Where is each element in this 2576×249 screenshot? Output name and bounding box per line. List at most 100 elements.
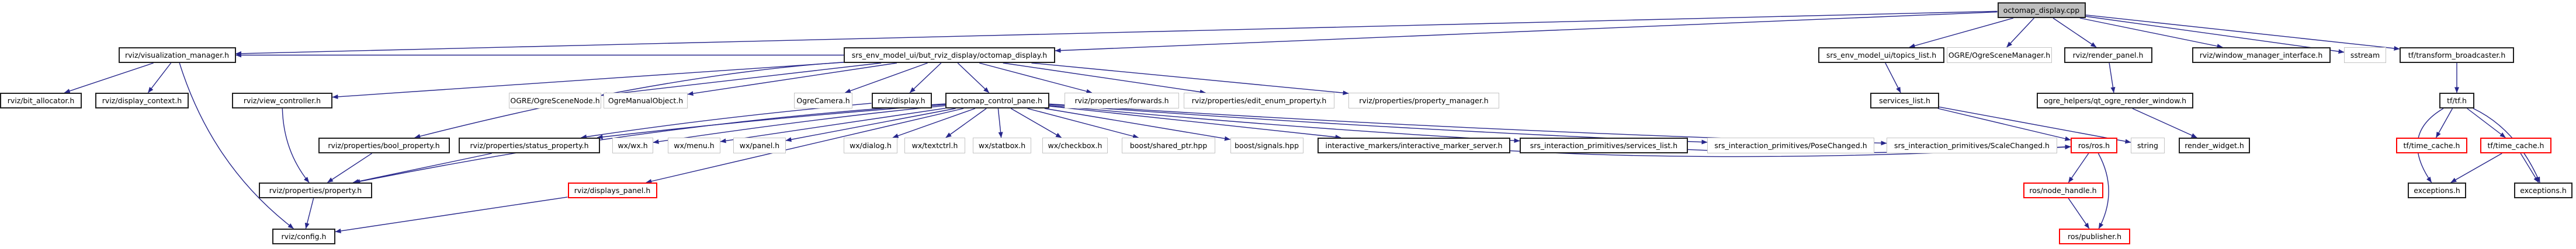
include-edge [2467, 108, 2506, 138]
include-edge [327, 153, 372, 183]
include-edge [1937, 108, 2071, 141]
include-edge [720, 108, 946, 143]
include-edge [2053, 17, 2097, 48]
include-edge [687, 62, 897, 96]
include-edge [64, 62, 154, 93]
include-edge [1939, 106, 2131, 144]
graph-node[interactable]: srs_interaction_primitives/services_list… [1520, 138, 1688, 153]
include-edge [2132, 108, 2197, 138]
graph-node[interactable]: OgreManualObject.h [604, 93, 688, 108]
graph-node[interactable]: octomap_control_pane.h [945, 93, 1049, 108]
graph-node[interactable]: exceptions.h [2408, 183, 2466, 198]
include-edge [2006, 17, 2034, 48]
include-edge [147, 62, 172, 93]
include-edge [352, 153, 492, 184]
include-edge [2085, 16, 2345, 54]
graph-node[interactable]: rviz/properties/bool_property.h [318, 138, 450, 153]
include-edge [892, 108, 976, 138]
graph-node[interactable]: wx/statbox.h [973, 138, 1031, 153]
include-edge [2435, 108, 2453, 138]
graph-node[interactable]: OGRE/OgreSceneNode.h [509, 93, 601, 108]
graph-node[interactable]: tf/time_cache.h [2480, 138, 2551, 153]
include-edge [2109, 62, 2116, 93]
include-edge [2068, 153, 2089, 183]
graph-root-node[interactable]: octomap_display.cpp [1997, 2, 2086, 18]
include-edge [601, 62, 882, 97]
include-edge [2068, 198, 2090, 229]
include-edge [1909, 17, 2014, 48]
graph-node[interactable]: rviz/displays_panel.h [567, 183, 657, 198]
graph-node[interactable]: ros/node_handle.h [2023, 183, 2103, 198]
include-edge [646, 108, 964, 184]
graph-node[interactable]: OGRE/OgreSceneManager.h [1947, 47, 2052, 63]
graph-node[interactable]: ogre_helpers/qt_ogre_render_window.h [2037, 93, 2193, 108]
include-edge [1044, 108, 1230, 141]
include-edge [335, 197, 568, 233]
graph-node[interactable]: rviz/display.h [871, 93, 932, 108]
graph-node[interactable]: rviz/properties/edit_enum_property.h [1184, 93, 1334, 108]
graph-node[interactable]: srs_env_model_ui/topics_list.h [1818, 47, 1944, 63]
include-edge [2520, 153, 2539, 183]
include-edge [979, 62, 1093, 94]
include-edge [597, 104, 946, 139]
graph-node[interactable]: tf/tf.h [2439, 93, 2474, 108]
include-edge [2079, 17, 2223, 49]
include-edge [653, 105, 946, 144]
graph-node[interactable]: wx/wx.h [612, 138, 653, 153]
include-edge [414, 62, 844, 139]
graph-node[interactable]: tf/time_cache.h [2396, 138, 2467, 153]
graph-node[interactable]: rviz/properties/property.h [259, 183, 372, 198]
include-edge [179, 62, 294, 229]
graph-node[interactable]: rviz/properties/property_manager.h [1348, 93, 1499, 108]
include-edge [2085, 15, 2400, 51]
graph-node[interactable]: srs_interaction_primitives/PoseChanged.h [1707, 138, 1874, 153]
include-edge [1003, 62, 1206, 94]
include-edge [354, 103, 946, 184]
include-edge [235, 10, 1998, 56]
include-edge [2473, 108, 2540, 183]
include-edge [2450, 153, 2502, 183]
graph-node[interactable]: rviz/display_context.h [95, 93, 189, 108]
graph-node[interactable]: rviz/window_manager_interface.h [2192, 47, 2331, 63]
include-edge [1010, 108, 1062, 138]
graph-node[interactable]: ros/ros.h [2071, 138, 2117, 153]
graph-node[interactable]: wx/checkbox.h [1042, 138, 1108, 153]
graph-node[interactable]: rviz/visualization_manager.h [118, 47, 236, 63]
include-edge [1055, 11, 1998, 53]
include-edge [945, 108, 987, 138]
include-edge [332, 62, 844, 99]
graph-node[interactable]: boost/shared_ptr.hpp [1122, 138, 1215, 153]
graph-node[interactable]: boost/signals.hpp [1230, 138, 1303, 153]
graph-node[interactable]: wx/dialog.h [844, 138, 897, 153]
include-edge [1049, 106, 1341, 139]
graph-node[interactable]: render_widget.h [2179, 138, 2250, 153]
graph-node[interactable]: rviz/bit_allocator.h [0, 93, 82, 108]
include-edge [304, 198, 314, 229]
graph-node[interactable]: rviz/config.h [272, 229, 335, 244]
graph-node[interactable]: wx/textctrl.h [904, 138, 965, 153]
graph-node[interactable]: rviz/render_panel.h [2064, 47, 2152, 63]
graph-node[interactable]: OgreCamera.h [794, 93, 852, 108]
graph-node[interactable]: rviz/view_controller.h [232, 93, 332, 108]
graph-node[interactable]: srs_env_model_ui/but_rviz_display/octoma… [844, 47, 1055, 63]
graph-node[interactable]: srs_interaction_primitives/ScaleChanged.… [1887, 138, 2057, 153]
graph-node[interactable]: interactive_markers/interactive_marker_s… [1318, 138, 1510, 153]
include-edge [1885, 62, 1901, 93]
include-edge [1027, 108, 1139, 139]
graph-node[interactable]: ros/publisher.h [2059, 229, 2130, 244]
graph-node[interactable]: wx/panel.h [733, 138, 786, 153]
include-edge [785, 108, 956, 142]
graph-node[interactable]: rviz/properties/forwards.h [1065, 93, 1179, 108]
include-edge [2097, 153, 2109, 229]
graph-node[interactable]: tf/transform_broadcaster.h [2400, 47, 2514, 63]
graph-node[interactable]: string [2131, 138, 2165, 153]
graph-node[interactable]: rviz/properties/status_property.h [459, 138, 600, 153]
include-edge [1049, 105, 1520, 143]
graph-node[interactable]: wx/menu.h [668, 138, 720, 153]
graph-node[interactable]: sstream [2344, 47, 2386, 63]
graph-node[interactable]: services_list.h [1870, 93, 1939, 108]
include-edge [844, 62, 928, 93]
graph-node[interactable]: exceptions.h [2514, 183, 2572, 198]
